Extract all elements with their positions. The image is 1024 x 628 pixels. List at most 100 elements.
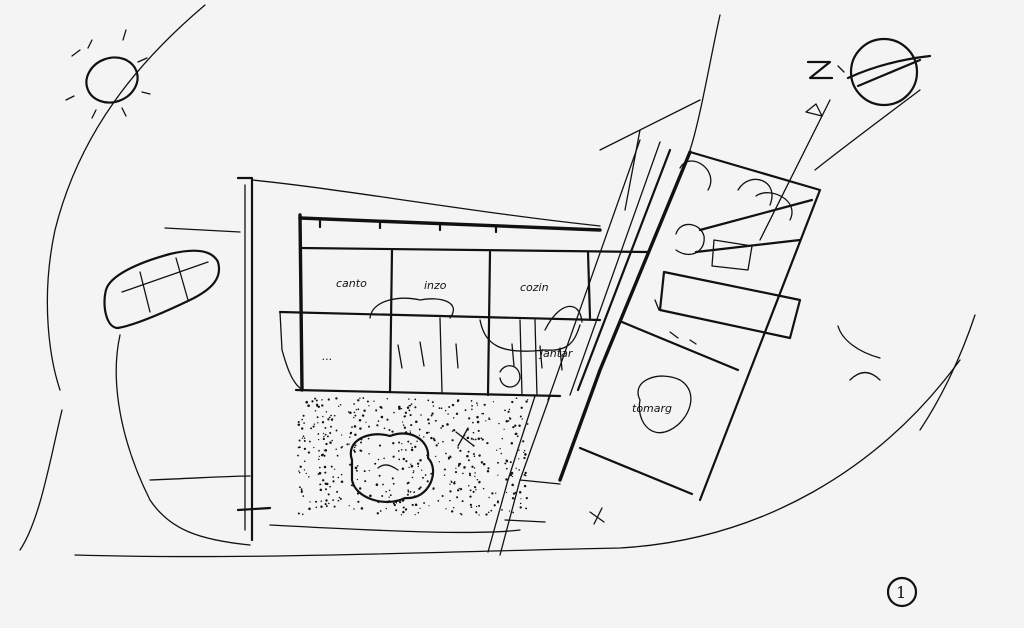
stipple-dot xyxy=(518,424,521,428)
stipple-dot xyxy=(325,442,328,446)
stipple-dot xyxy=(351,426,353,428)
stipple-dot xyxy=(340,480,344,484)
stipple-dot xyxy=(353,449,356,452)
stipple-dot xyxy=(452,506,455,509)
stipple-dot xyxy=(482,462,486,466)
stipple-dot xyxy=(511,483,514,487)
room-label-6: tomarg xyxy=(632,402,672,415)
stipple-dot xyxy=(524,471,527,475)
stipple-dot xyxy=(443,474,446,477)
stipple-dot xyxy=(336,454,339,457)
stipple-dot xyxy=(507,410,510,413)
stipple-dot xyxy=(408,466,410,469)
stipple-dot xyxy=(455,467,457,469)
stipple-dot xyxy=(493,504,496,507)
stipple-dot xyxy=(411,476,414,479)
stipple-dot xyxy=(350,484,353,487)
stipple-dot xyxy=(469,474,472,477)
stipple-dot xyxy=(303,447,307,451)
stipple-dot xyxy=(322,432,325,435)
stipple-dot xyxy=(430,472,433,475)
stipple-dot xyxy=(297,512,300,515)
stipple-dot xyxy=(512,425,515,429)
stipple-dot xyxy=(315,403,319,407)
stipple-dot xyxy=(405,460,408,463)
stipple-dot xyxy=(450,481,453,484)
stipple-dot xyxy=(512,511,514,514)
stipple-dot xyxy=(379,510,382,512)
stipple-dot xyxy=(508,510,511,512)
stipple-dot xyxy=(431,412,434,415)
stipple-dot xyxy=(348,443,350,445)
stipple-dot xyxy=(409,414,412,417)
stipple-dot xyxy=(456,496,459,499)
stipple-dot xyxy=(507,420,510,422)
stipple-dot xyxy=(468,417,471,420)
stipple-dot xyxy=(474,472,476,474)
stipple-dot xyxy=(426,480,429,483)
stipple-dot xyxy=(440,407,443,410)
stipple-dot xyxy=(357,408,360,411)
stipple-dot xyxy=(437,500,440,502)
stipple-dot xyxy=(526,423,529,425)
stipple-dot xyxy=(311,400,314,403)
stipple-dot xyxy=(401,421,404,423)
stipple-dot xyxy=(515,397,518,400)
stipple-dot xyxy=(301,427,304,430)
stipple-dot xyxy=(330,418,334,421)
stipple-dot xyxy=(299,465,302,468)
stipple-dot xyxy=(302,435,305,438)
stipple-dot xyxy=(418,487,421,490)
stipple-dot xyxy=(322,479,325,482)
stipple-dot xyxy=(375,409,378,412)
stipple-dot xyxy=(323,454,326,457)
stipple-dot xyxy=(488,417,490,419)
stipple-dot xyxy=(327,493,330,496)
stipple-dot xyxy=(308,507,311,511)
stipple-dot xyxy=(458,487,460,490)
stipple-dot xyxy=(398,500,402,504)
stipple-dot xyxy=(471,465,474,468)
stipple-dot xyxy=(449,499,451,502)
stipple-dot xyxy=(410,442,412,445)
stipple-dot xyxy=(393,411,395,414)
stipple-dot xyxy=(487,511,490,514)
stipple-dot xyxy=(298,471,301,474)
stipple-dot xyxy=(361,414,365,417)
stipple-dot xyxy=(391,477,394,480)
stipple-dot xyxy=(451,430,454,432)
stipple-dot xyxy=(301,513,304,516)
stipple-dot xyxy=(308,440,311,443)
stipple-dot xyxy=(318,471,322,475)
stipple-dot xyxy=(395,509,398,512)
stipple-dot xyxy=(346,443,349,446)
stipple-dot xyxy=(490,509,493,512)
stipple-dot xyxy=(450,510,454,513)
stipple-dot xyxy=(460,513,463,516)
stipple-dot xyxy=(400,407,403,410)
stipple-dot xyxy=(401,442,403,445)
stipple-dot xyxy=(416,462,420,465)
stipple-dot xyxy=(313,446,315,449)
stipple-dot xyxy=(380,415,384,419)
stipple-dot xyxy=(398,458,401,461)
stipple-dot xyxy=(303,460,306,463)
stipple-dot xyxy=(467,450,470,453)
stipple-dot xyxy=(383,457,385,460)
house-angled-wing xyxy=(487,99,831,556)
stipple-dot xyxy=(356,470,358,472)
stipple-dot xyxy=(325,505,328,508)
stipple-dot xyxy=(511,400,514,404)
stipple-dot xyxy=(409,430,411,432)
stipple-dot xyxy=(315,500,318,503)
stipple-dot xyxy=(324,433,327,436)
stipple-dot xyxy=(392,442,395,445)
stipple-dot xyxy=(408,409,411,412)
stipple-dot xyxy=(298,486,301,489)
stipple-dot xyxy=(523,484,527,488)
stipple-dot xyxy=(510,442,514,445)
stipple-dot xyxy=(298,439,301,442)
stipple-dot xyxy=(348,505,350,507)
stipple-dot xyxy=(321,404,324,407)
stipple-dot xyxy=(298,446,301,449)
